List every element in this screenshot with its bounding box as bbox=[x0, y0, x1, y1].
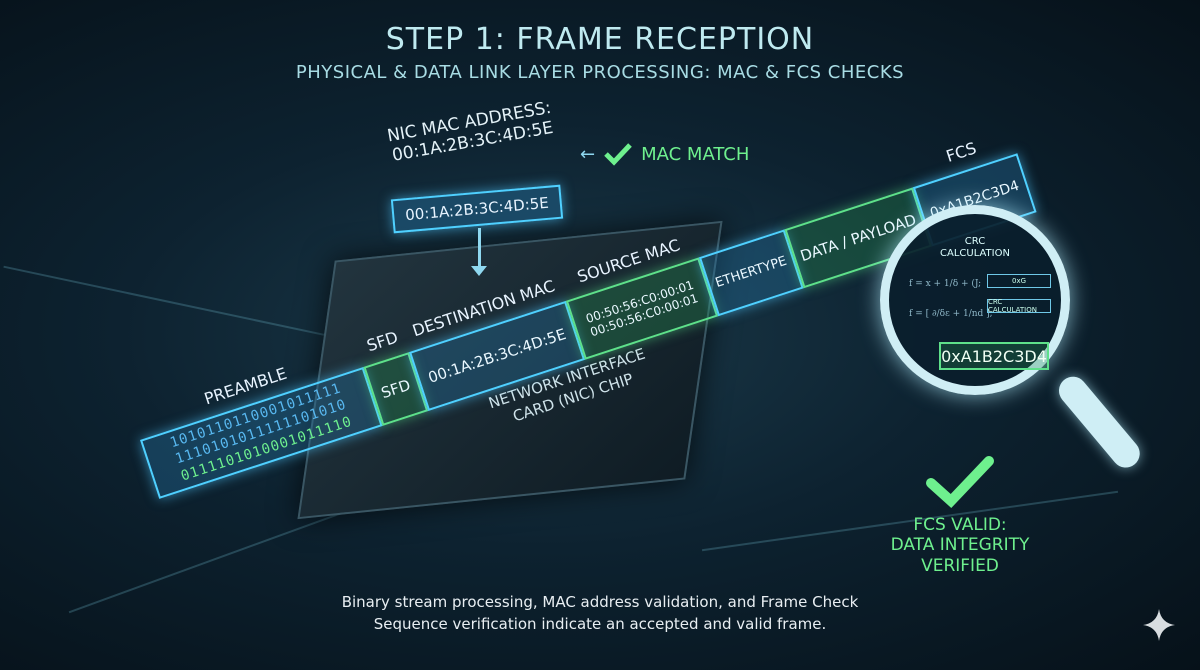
page-title: STEP 1: FRAME RECEPTION bbox=[385, 22, 815, 57]
crc-title: CRC CALCULATION bbox=[889, 236, 1061, 260]
caption-line1: Binary stream processing, MAC address va… bbox=[341, 593, 859, 611]
caption: Binary stream processing, MAC address va… bbox=[260, 592, 940, 636]
crc-step-box: 0xG bbox=[987, 274, 1051, 288]
magnifier-lens: CRC CALCULATION f = x + 1/δ + (J; f = [ … bbox=[880, 205, 1070, 395]
fcs-valid-status: FCS VALID: DATA INTEGRITY VERIFIED bbox=[880, 515, 1040, 576]
fcs-valid-line3: VERIFIED bbox=[921, 555, 999, 576]
crc-title-line1: CRC bbox=[964, 236, 986, 247]
page-subtitle: PHYSICAL & DATA LINK LAYER PROCESSING: M… bbox=[295, 62, 905, 83]
sparkle-icon bbox=[1143, 609, 1175, 641]
mac-match: ← MAC MATCH bbox=[580, 142, 749, 166]
fcs-valid-line2: DATA INTEGRITY bbox=[890, 535, 1030, 556]
fcs-valid-line1: FCS VALID: bbox=[913, 515, 1007, 535]
checkmark-icon bbox=[926, 456, 994, 508]
mac-match-label: MAC MATCH bbox=[641, 143, 750, 165]
crc-step-box: CRC CALCULATION bbox=[987, 298, 1051, 314]
ethertype-value: ETHERTYPE bbox=[713, 253, 789, 292]
formula: f = x + 1/δ + (J; bbox=[909, 279, 982, 289]
arrow-left-icon: ← bbox=[580, 143, 596, 165]
arrow-down-icon bbox=[471, 228, 487, 276]
caption-line2: Sequence verification indicate an accept… bbox=[373, 614, 827, 633]
formula: f = [ ∂/δε + 1/nd ]; bbox=[909, 309, 993, 319]
crc-result: 0xA1B2C3D4 bbox=[939, 342, 1049, 370]
sfd-value: SFD bbox=[378, 375, 413, 403]
checkmark-icon bbox=[604, 143, 632, 166]
crc-title-line2: CALCULATION bbox=[940, 248, 1010, 259]
